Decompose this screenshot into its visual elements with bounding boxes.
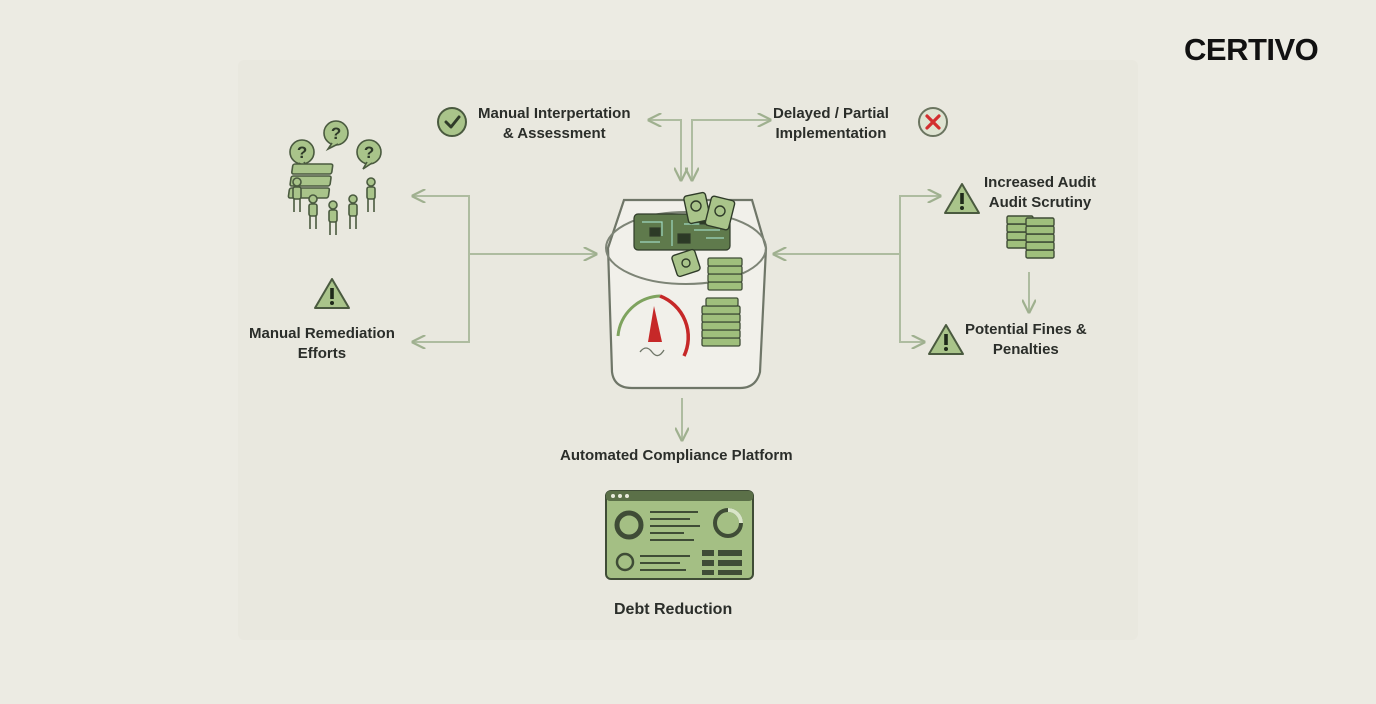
person-icon: [308, 194, 318, 229]
node-line: Delayed / Partial: [773, 105, 889, 122]
warning-triangle-icon: [314, 278, 350, 309]
node-line: Efforts: [297, 345, 347, 362]
connector-interpretation: [649, 120, 681, 180]
node-line: Implementation: [775, 125, 887, 142]
connector-right-bracket: [899, 196, 940, 342]
node-line: Manual Interpertation: [478, 105, 631, 122]
svg-text:?: ?: [331, 124, 341, 143]
connector-left-bracket: [413, 196, 470, 342]
node-line: & Assessment: [502, 125, 606, 142]
dashboard-icon: [605, 490, 754, 580]
node-line: Audit Scrutiny: [988, 194, 1092, 211]
person-icon: [328, 200, 338, 235]
certivo-logo: CERTIVO: [1184, 32, 1319, 67]
node-line: Debt Reduction: [614, 601, 733, 618]
svg-text:?: ?: [297, 143, 307, 162]
node-line: Increased Audit: [984, 174, 1096, 191]
connector-delayed: [692, 120, 770, 180]
compliance-box-icon: [605, 191, 768, 390]
person-icon: [366, 177, 376, 212]
node-fines-penalties: Potential Fines & Penalties: [965, 320, 1087, 360]
node-debt-reduction: Debt Reduction: [614, 600, 732, 620]
node-increased-audit: Increased Audit Audit Scrutiny: [984, 173, 1096, 213]
people-question-icon: ? ? ?: [287, 120, 382, 235]
money-stack-icon: [1006, 215, 1055, 259]
node-line: Manual Remediation: [249, 325, 395, 342]
node-line: Penalties: [992, 341, 1059, 358]
node-delayed-implementation: Delayed / Partial Implementation: [773, 104, 889, 144]
x-circle-icon: [918, 107, 948, 137]
connectors: [413, 120, 1029, 440]
node-platform: Automated Compliance Platform: [560, 446, 793, 466]
person-icon: [348, 194, 358, 229]
document-magnifier-icon: [671, 191, 736, 278]
node-manual-interpretation: Manual Interpertation & Assessment: [478, 104, 631, 144]
node-line: Automated Compliance Platform: [560, 447, 793, 464]
node-line: Potential Fines &: [965, 321, 1087, 338]
person-icon: [292, 177, 302, 212]
check-circle-icon: [437, 107, 467, 137]
money-stack-icon: [701, 257, 743, 347]
node-manual-remediation: Manual Remediation Efforts: [249, 324, 395, 364]
warning-triangle-icon: [928, 324, 964, 355]
svg-text:?: ?: [364, 143, 374, 162]
question-bubble-icon: ?: [356, 139, 382, 170]
question-bubble-icon: ?: [323, 120, 349, 152]
warning-triangle-icon: [944, 183, 980, 214]
gauge-icon: [616, 294, 691, 357]
